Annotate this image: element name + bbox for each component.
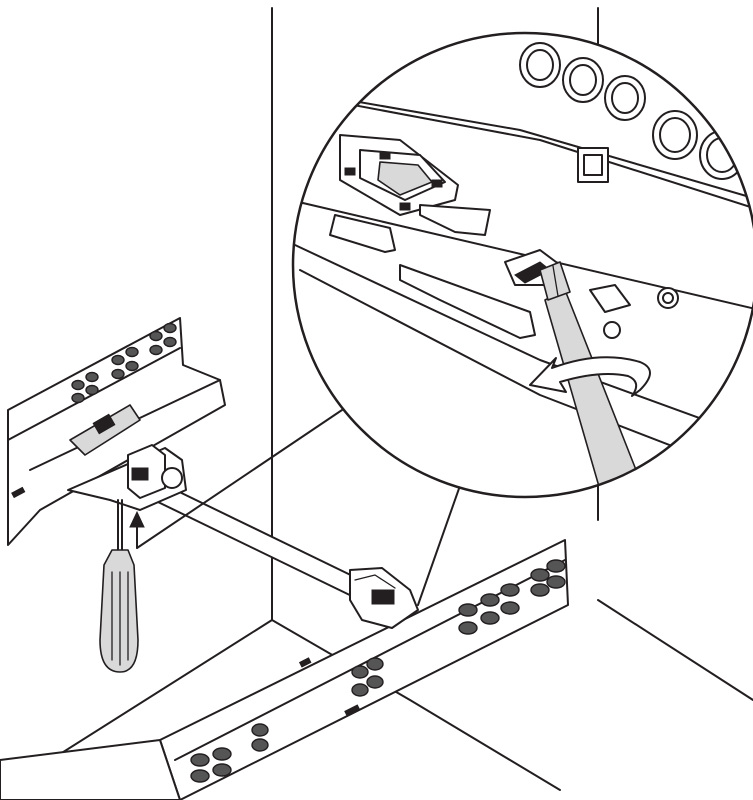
left-runner-holes xyxy=(71,322,177,404)
zoom-screwdriver-tip-line xyxy=(552,265,559,297)
front-clip-rod-end xyxy=(161,467,183,489)
zoom-clip-window xyxy=(377,161,433,196)
zoom-rail-edge xyxy=(294,244,753,441)
screwdriver-handle xyxy=(99,549,139,673)
callout-leader-upper xyxy=(417,479,463,606)
zoom-plate-edge xyxy=(299,94,753,211)
left-runner-slot xyxy=(11,486,26,499)
zoom-clip-tab-3 xyxy=(344,167,356,176)
zoom-clip-tab-1 xyxy=(379,151,391,160)
front-runner-holes xyxy=(190,559,566,783)
cabinet-floor-back xyxy=(597,599,753,701)
front-runner-slot xyxy=(344,704,361,717)
callout-leader-lower xyxy=(136,407,346,549)
up-arrow-head xyxy=(129,510,145,528)
rear-locking-clip xyxy=(349,567,419,629)
zoom-notch xyxy=(589,284,631,313)
zoom-hole-1-inner xyxy=(662,292,674,304)
screwdriver-icon xyxy=(99,499,139,673)
front-runner-front xyxy=(0,739,181,800)
zoom-slot-1 xyxy=(329,214,396,253)
zoom-plate-holes xyxy=(519,42,745,180)
zoom-square-slot-inner xyxy=(583,154,603,176)
magnifier-callout xyxy=(291,31,753,499)
zoom-slot-long xyxy=(399,264,536,339)
rear-clip-catch xyxy=(371,589,395,605)
zoom-clip-latch xyxy=(419,204,491,236)
front-locking-clip xyxy=(67,444,187,511)
sync-rod xyxy=(157,484,366,601)
left-runner-spring xyxy=(92,413,116,435)
cabinet-floor-edge-right xyxy=(271,619,561,791)
magnifier-ring xyxy=(291,31,753,499)
rotate-arrow-icon xyxy=(529,356,651,397)
zoom-clip-tab-2 xyxy=(431,179,443,188)
rear-clip-detail xyxy=(354,574,396,589)
zoom-clip-tab-4 xyxy=(399,202,411,211)
left-runner xyxy=(7,317,226,546)
sync-rod-body xyxy=(157,484,366,601)
front-runner-slot-2 xyxy=(298,657,312,668)
front-clip-catch xyxy=(131,467,149,481)
front-runner xyxy=(0,539,569,800)
zoom-hole-2 xyxy=(603,321,621,339)
up-arrow-icon xyxy=(129,407,346,549)
zoom-hole-1 xyxy=(657,287,679,309)
